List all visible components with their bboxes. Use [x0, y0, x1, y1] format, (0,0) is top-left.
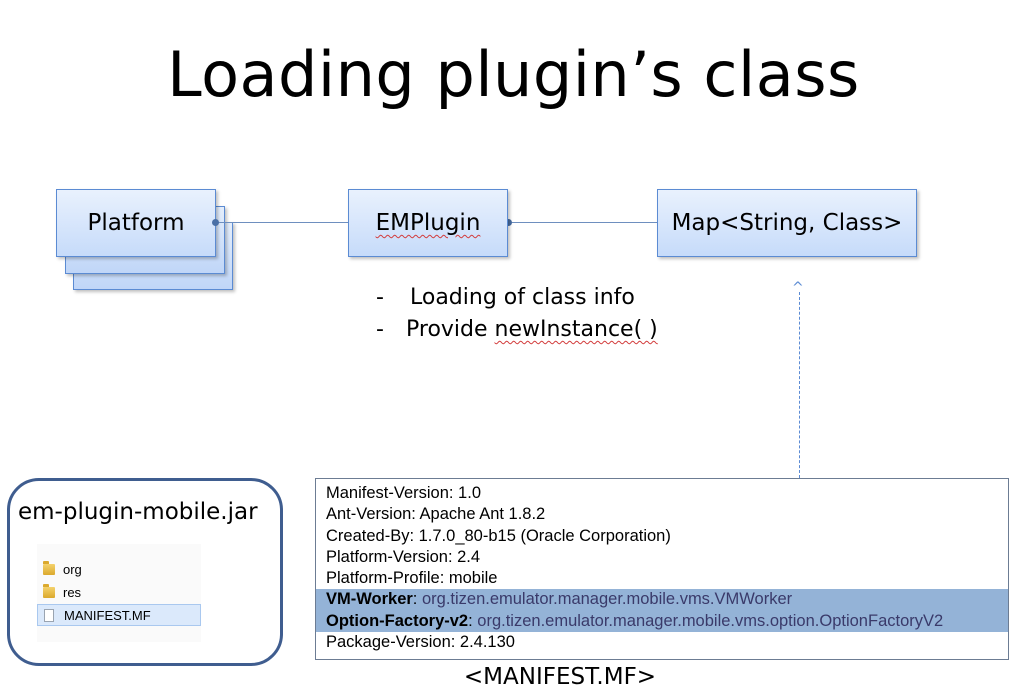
manifest-line: Platform-Version: 2.4	[326, 547, 481, 566]
emplugin-bullets: - Loading of class info - Provide newIns…	[376, 282, 658, 346]
dashed-arrow-line	[799, 292, 800, 478]
manifest-line-highlighted: Option-Factory-v2: org.tizen.emulator.ma…	[316, 610, 1008, 633]
jar-file-box: em-plugin-mobile.jar org res MANIFEST.MF	[7, 478, 283, 666]
map-box: Map<String, Class>	[657, 189, 917, 257]
arrow-up-icon: ^	[792, 280, 804, 296]
platform-box: Platform	[56, 189, 216, 257]
file-entry-label: org	[63, 561, 82, 577]
manifest-line: Created-By: 1.7.0_80-b15 (Oracle Corpora…	[326, 526, 671, 545]
file-entry-label: res	[63, 584, 82, 600]
slide-title: Loading plugin’s class	[167, 38, 860, 111]
manifest-line: Ant-Version: Apache Ant 1.8.2	[326, 505, 546, 524]
connector-dot-emplugin	[505, 219, 512, 226]
file-icon	[44, 608, 54, 622]
list-item[interactable]: org	[43, 558, 82, 580]
manifest-line-highlighted: VM-Worker: org.tizen.emulator.manager.mo…	[316, 589, 1008, 611]
bullet-item: - Loading of class info	[376, 282, 658, 314]
list-item-selected[interactable]: MANIFEST.MF	[37, 604, 201, 626]
manifest-line: Platform-Profile: mobile	[326, 569, 498, 588]
connector-platform-emplugin	[215, 222, 348, 223]
folder-icon	[43, 583, 55, 598]
map-label: Map<String, Class>	[671, 210, 903, 236]
emplugin-box: EMPlugin	[348, 189, 508, 257]
manifest-key: VM-Worker	[326, 590, 413, 609]
jar-file-explorer: org res MANIFEST.MF	[37, 544, 201, 642]
bullet-text-prefix: Provide	[406, 317, 495, 342]
bullet-dash: -	[376, 317, 384, 342]
list-item[interactable]: res	[43, 581, 81, 603]
manifest-content-box: Manifest-Version: 1.0 Ant-Version: Apach…	[315, 478, 1009, 660]
manifest-caption: <MANIFEST.MF>	[463, 664, 657, 690]
manifest-line: Package-Version: 2.4.130	[326, 633, 515, 652]
bullet-text: Loading of class info	[410, 285, 635, 310]
jar-name: em-plugin-mobile.jar	[18, 499, 258, 525]
file-entry-label: MANIFEST.MF	[64, 607, 151, 623]
platform-label: Platform	[87, 210, 185, 236]
manifest-value: org.tizen.emulator.manager.mobile.vms.VM…	[421, 590, 793, 609]
manifest-value: org.tizen.emulator.manager.mobile.vms.op…	[477, 611, 944, 630]
emplugin-label: EMPlugin	[375, 210, 481, 236]
connector-dot-platform	[212, 219, 219, 226]
bullet-dash: -	[376, 285, 384, 310]
manifest-key: Option-Factory-v2	[326, 611, 469, 630]
manifest-line: Manifest-Version: 1.0	[326, 484, 481, 502]
connector-emplugin-map	[508, 222, 657, 223]
folder-icon	[43, 560, 55, 575]
bullet-item: - Provide newInstance( )	[376, 314, 658, 346]
bullet-code-text: newInstance( )	[494, 317, 658, 342]
